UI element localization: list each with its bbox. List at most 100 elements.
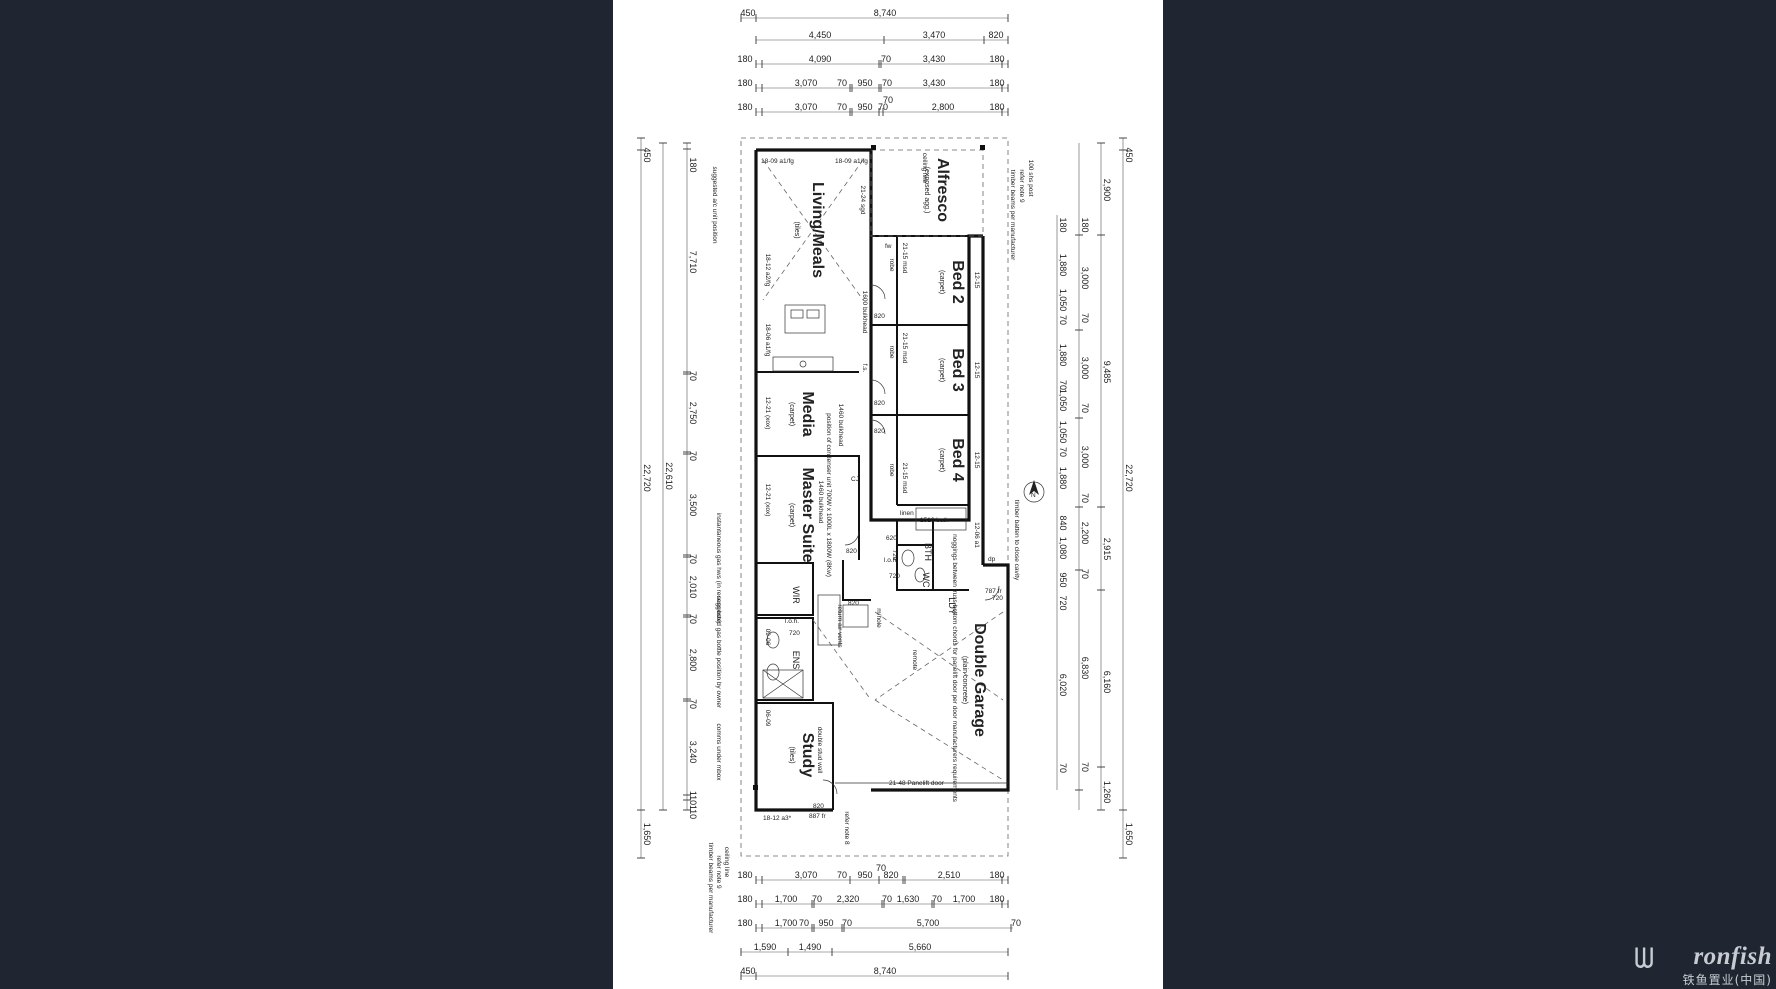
dim: 5,700 <box>917 918 940 928</box>
dim: 70 <box>882 894 892 904</box>
watermark: ᗯ ronfish 铁鱼置业(中国) <box>1634 943 1774 987</box>
dim: 4,090 <box>809 54 832 64</box>
dim: 70 <box>1080 569 1090 579</box>
dim: 6,160 <box>1102 671 1112 694</box>
note: l.o.h. <box>884 557 898 564</box>
room-bed-3-finish: (carpet) <box>938 358 945 382</box>
room-garage-finish: (plain concrete) <box>961 656 968 704</box>
door-label: 820 <box>846 548 857 555</box>
dim: 180 <box>989 102 1004 112</box>
room-bed-4: Bed 4 <box>949 438 966 482</box>
bulkhead-label: 1460 bulkhead <box>837 404 844 447</box>
dim: 180 <box>989 54 1004 64</box>
dim: 1,260 <box>1102 781 1112 804</box>
dim: 110 <box>688 805 698 819</box>
note: timber beams per manufacturer <box>1009 170 1016 262</box>
dim: 820 <box>883 870 898 880</box>
bulkhead-label: 1600 bulkhead <box>861 291 868 334</box>
note: noggings between truss bottom chords for… <box>951 534 958 802</box>
door-label: 720 <box>789 630 800 637</box>
window-label: 18-09 a1/fg <box>761 158 794 165</box>
note: CJ <box>851 476 859 483</box>
note: return air vents <box>836 604 843 648</box>
note: timber batten to close cavity <box>1013 500 1020 581</box>
dim: 3,430 <box>923 78 946 88</box>
dim: 2,915 <box>1102 538 1112 561</box>
note: refer note 8 <box>843 811 850 845</box>
walls <box>740 137 1045 857</box>
dim: 3,070 <box>795 78 818 88</box>
dim: 950 <box>857 870 872 880</box>
window-label: 06-09 <box>764 710 771 727</box>
dim: 6,830 <box>1080 657 1090 680</box>
dim: 2,750 <box>688 402 698 425</box>
dim: 950 <box>818 918 833 928</box>
door-label: 887 fr <box>809 813 826 820</box>
floor-plan: 450 8,740 4,450 3,470 820 180 4,090 70 3… <box>637 8 1134 980</box>
dim: 1,080 <box>1058 537 1068 560</box>
note: 100 shs post <box>1027 160 1034 197</box>
note: refer note 9 <box>715 855 722 889</box>
room-master-suite: Master Suite <box>799 467 816 562</box>
door-label: 720 <box>992 595 1003 602</box>
dim: 1,650 <box>642 823 652 846</box>
dim: 70 <box>1080 313 1090 323</box>
room-living-meals: Living/Meals <box>809 182 826 278</box>
room-bed-2: Bed 2 <box>949 260 966 304</box>
note: comms under mbox <box>715 723 722 781</box>
dim: 180 <box>989 78 1004 88</box>
door-label: 720 <box>889 573 900 580</box>
dim: 70 <box>1058 315 1068 325</box>
room-wc: WC <box>921 573 931 588</box>
window-label: 18-12 a3* <box>763 815 792 822</box>
dim: 8,740 <box>874 8 897 18</box>
dim: 1,050 <box>1058 421 1068 444</box>
door-label: 820 <box>874 400 885 407</box>
dim: 180 <box>737 102 752 112</box>
dim: 180 <box>688 157 698 172</box>
dim: 70 <box>1058 380 1068 390</box>
room-double-garage: Double Garage <box>971 623 988 737</box>
room-bed-3: Bed 3 <box>949 348 966 392</box>
dim: 180 <box>737 54 752 64</box>
note: fw <box>885 243 892 250</box>
dim: 1,700 <box>775 918 798 928</box>
dim: 950 <box>1058 572 1068 587</box>
dim: 1,880 <box>1058 254 1068 277</box>
dim: 70 <box>1058 447 1068 457</box>
note: m/hole <box>875 608 882 628</box>
dim: 1,630 <box>897 894 920 904</box>
room-alfresco-finish: (exposed agg.) <box>923 167 930 214</box>
dim: 70 <box>688 371 698 381</box>
north-arrow-label: N <box>1031 492 1036 499</box>
room-ens: ENS <box>791 651 801 670</box>
note: l.o.h. <box>785 618 799 625</box>
bottom-dimensions: 180 3,070 70 950 820 70 2,510 180 180 1,… <box>737 863 1021 980</box>
dim: 7,710 <box>688 251 698 274</box>
dim: 70 <box>842 918 852 928</box>
window-label: 09-06 <box>764 629 771 646</box>
dim: 6,020 <box>1058 674 1068 697</box>
room-bed-4-finish: (carpet) <box>938 448 945 472</box>
dim: 70 <box>1058 763 1068 773</box>
window-label: 12-15 <box>973 452 980 469</box>
door-label: 820 <box>874 313 885 320</box>
dim: 180 <box>737 894 752 904</box>
dim: 110 <box>688 791 698 805</box>
dim: 180 <box>1058 217 1068 232</box>
dim: 450 <box>740 8 755 18</box>
dim: 70 <box>837 870 847 880</box>
dim: 180 <box>737 78 752 88</box>
dim: 70 <box>1080 493 1090 503</box>
room-linen: linen <box>900 510 914 517</box>
dim: 22,720 <box>642 464 652 492</box>
dim: 1,590 <box>754 942 777 952</box>
note: double stud wall <box>816 727 823 774</box>
window-label: 12-15 <box>973 272 980 289</box>
note: instantaneous gas hws (in recess box) <box>715 513 722 624</box>
dim: 3,500 <box>688 494 698 517</box>
dim: 70 <box>837 102 847 112</box>
note: suggested gas bottle position by owner <box>715 596 722 709</box>
dim: 1,050 <box>1058 289 1068 312</box>
room-study-finish: (tiles) <box>788 746 795 763</box>
